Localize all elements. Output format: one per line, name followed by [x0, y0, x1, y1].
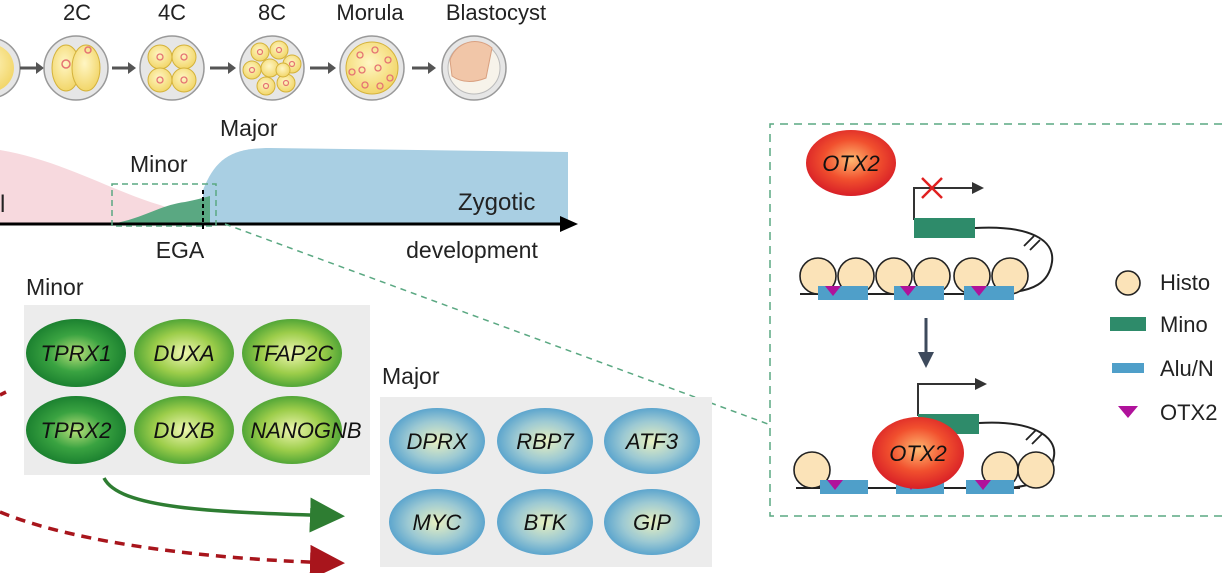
minor-gene-list: TPRX1 DUXA TFAP2C TPRX2 DUXB NANOGNB — [26, 319, 362, 464]
minor-to-major-arrow — [102, 477, 345, 533]
maternal-wave — [0, 150, 215, 224]
minor-gene: DUXB — [153, 418, 214, 443]
minor-panel-title: Minor — [26, 274, 84, 300]
major-gene-list: DPRX RBP7 ATF3 MYC BTK GIP — [389, 408, 700, 555]
major-wave — [203, 148, 568, 224]
zygotic-label: Zygotic — [458, 189, 535, 216]
embryo-stages — [0, 35, 507, 101]
stage-label-4c: 4C — [158, 0, 186, 25]
otx2-motif-legend-icon — [1118, 406, 1138, 418]
histone-icon — [1115, 270, 1141, 296]
major-gene: GIP — [633, 510, 671, 535]
ega-label: EGA — [156, 237, 205, 263]
minor-gene: TFAP2C — [251, 341, 334, 366]
legend-minor-gene: Mino — [1160, 312, 1208, 337]
minor-gene: TPRX1 — [41, 341, 112, 366]
major-gene: BTK — [524, 510, 568, 535]
dashed-red-arrow — [0, 510, 345, 573]
minor-gene: TPRX2 — [41, 418, 112, 443]
minor-gene-block — [914, 218, 975, 238]
minor-wave — [110, 196, 210, 224]
minor-wave-label: Minor — [130, 151, 188, 177]
legend-alu: Alu/N — [1160, 356, 1214, 381]
otx2-label-bound: OTX2 — [889, 441, 946, 466]
otx2-protein-free — [806, 130, 896, 196]
legend: Histo Mino Alu/N OTX2 — [1110, 270, 1217, 425]
repressed-cross-icon — [921, 177, 943, 199]
alu-legend-icon — [1112, 363, 1144, 373]
major-wave-label: Major — [220, 115, 278, 141]
legend-otx2-motif: OTX2 — [1160, 400, 1217, 425]
minor-gene: NANOGNB — [250, 418, 361, 443]
minor-zoom-box — [111, 183, 217, 227]
stage-label-blastocyst: Blastocyst — [446, 0, 546, 25]
major-gene: MYC — [413, 510, 462, 535]
minor-gene-legend-icon — [1110, 317, 1146, 331]
dashed-red-arrow-upper — [0, 390, 7, 397]
timeline-arrowhead — [560, 216, 578, 232]
stage-label-8c: 8C — [258, 0, 286, 25]
legend-histone: Histo — [1160, 270, 1210, 295]
stage-label-morula: Morula — [336, 0, 404, 25]
major-gene: RBP7 — [516, 429, 574, 454]
major-gene: DPRX — [406, 429, 468, 454]
axis-label-development: development — [406, 237, 538, 263]
minor-gene: DUXA — [153, 341, 214, 366]
zoom-connector-line — [224, 223, 769, 425]
stage-label-2c: 2C — [63, 0, 91, 25]
otx2-protein-bound — [872, 417, 964, 489]
mechanism-panel: OTX2 — [769, 123, 1222, 517]
otx2-label-free: OTX2 — [822, 151, 879, 176]
maternal-label-fragment: l — [0, 191, 5, 218]
transcription-waves — [0, 148, 578, 232]
major-panel-title: Major — [382, 363, 440, 389]
major-gene: ATF3 — [624, 429, 679, 454]
